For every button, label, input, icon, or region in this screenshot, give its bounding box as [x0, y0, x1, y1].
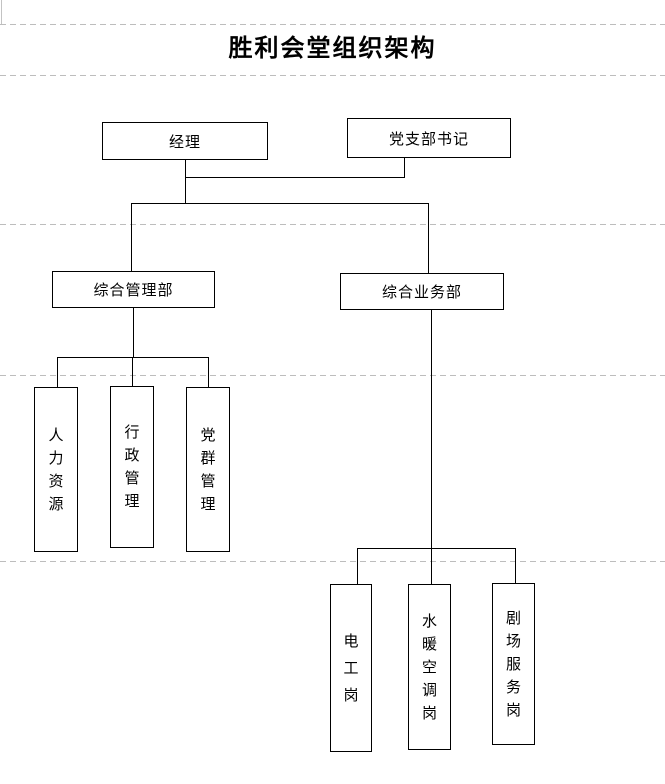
org-node-label: 党群管理 [200, 425, 216, 513]
connector-line [132, 357, 133, 387]
connector-line [431, 309, 432, 549]
org-node-label: 党支部书记 [388, 129, 469, 148]
connector-line [185, 160, 186, 178]
connector-line [57, 357, 58, 388]
page-title: 胜利会堂组织架构 [228, 33, 437, 62]
org-node-general-management-dept[interactable]: 综合管理部 [52, 271, 215, 308]
org-node-label: 水暖空调岗 [421, 611, 437, 722]
connector-line [428, 203, 429, 274]
connector-line [357, 548, 358, 585]
org-node-theater-service-post[interactable]: 剧场服务岗 [492, 583, 535, 745]
page-break-guide [0, 561, 665, 562]
page-break-guide [0, 375, 665, 376]
connector-line [57, 357, 209, 358]
page-break-guide [0, 224, 665, 225]
org-node-label: 综合管理部 [93, 281, 174, 299]
connector-line [133, 307, 134, 358]
org-node-label: 电工岗 [343, 631, 359, 704]
page-break-guide [0, 24, 665, 25]
org-node-label: 行政管理 [124, 423, 140, 510]
org-node-manager[interactable]: 经理 [102, 122, 268, 160]
connector-line [131, 203, 132, 272]
connector-line [131, 203, 429, 204]
connector-line [431, 548, 432, 585]
connector-line [515, 548, 516, 584]
org-node-human-resources[interactable]: 人力资源 [34, 387, 78, 552]
org-node-party-secretary[interactable]: 党支部书记 [347, 118, 511, 158]
org-node-general-business-dept[interactable]: 综合业务部 [340, 273, 504, 310]
org-node-hvac-post[interactable]: 水暖空调岗 [408, 584, 451, 750]
org-node-label: 综合业务部 [381, 283, 462, 301]
org-node-party-mass-management[interactable]: 党群管理 [186, 387, 230, 552]
connector-line [185, 177, 405, 178]
org-node-label: 人力资源 [48, 425, 64, 513]
connector-line [404, 158, 405, 178]
connector-line [208, 357, 209, 388]
connector-line [357, 548, 516, 549]
page-edge-tick [1, 0, 2, 24]
org-node-electrician-post[interactable]: 电工岗 [330, 584, 372, 752]
page-break-guide [0, 75, 665, 76]
connector-line [185, 177, 186, 204]
org-node-administration[interactable]: 行政管理 [110, 386, 154, 548]
org-node-label: 经理 [168, 132, 201, 151]
org-node-label: 剧场服务岗 [505, 608, 521, 719]
